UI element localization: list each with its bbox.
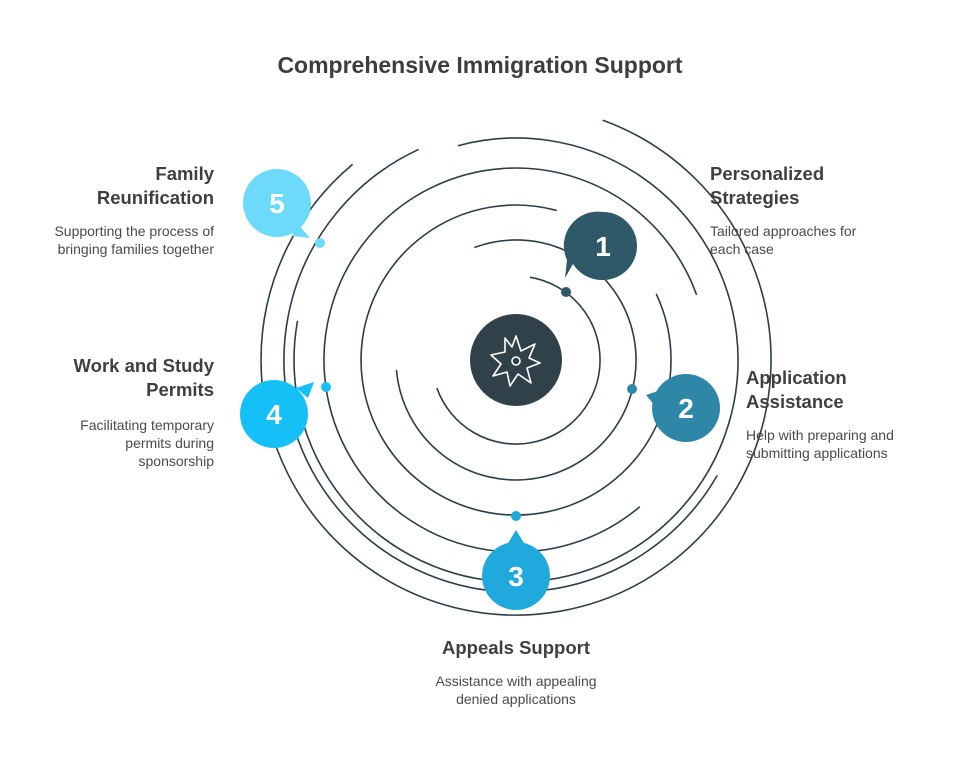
step-5-heading-line2: Reunification: [96, 187, 214, 208]
step-5-heading-line1: Family: [155, 163, 214, 184]
step-1-heading-line1: Personalized: [710, 163, 825, 184]
page-title: Comprehensive Immigration Support: [277, 52, 683, 78]
step-2-desc-line2: submitting applications: [746, 445, 888, 461]
connector-dot-3: [511, 511, 521, 521]
step-1-heading-line2: Strategies: [710, 187, 800, 208]
step-1-description: Tailored approaches for each case: [710, 222, 856, 258]
compass-star-icon: [490, 335, 541, 387]
step-1-heading: Personalized Strategies: [710, 162, 824, 210]
step-4-description: Facilitating temporary permits during sp…: [14, 416, 214, 470]
step-3-heading: Appeals Support: [441, 637, 590, 658]
badge-2: 2: [646, 374, 720, 442]
step-5-desc-line1: Supporting the process of: [54, 223, 214, 239]
badge-3: 3: [482, 530, 550, 610]
step-2-heading-line2: Assistance: [746, 391, 844, 412]
badge-1: 1: [563, 211, 637, 280]
badge-4: 4: [240, 380, 314, 448]
step-4-desc-line2: permits during: [125, 435, 214, 451]
step-4-heading: Work and Study Permits: [14, 354, 214, 402]
center-hub: [470, 314, 562, 406]
badge-2-number: 2: [678, 393, 694, 424]
step-2-heading-line1: Application: [746, 367, 847, 388]
connector-dot-1: [561, 287, 571, 297]
step-4-heading-line1: Work and Study: [73, 355, 214, 376]
ring-5: [293, 137, 739, 583]
badge-5: 5: [243, 169, 311, 238]
step-5-description: Supporting the process of bringing famil…: [14, 222, 214, 258]
step-3-desc-line1: Assistance with appealing: [435, 673, 597, 689]
step-2-description: Help with preparing and submitting appli…: [746, 426, 894, 462]
ring-1: [436, 276, 601, 445]
step-4-desc-line3: sponsorship: [138, 453, 215, 469]
step-2-desc-line1: Help with preparing and: [746, 427, 894, 443]
step-5-heading: Family Reunification: [14, 162, 214, 210]
step-4-desc-line1: Facilitating temporary: [80, 417, 214, 433]
step-5-desc-line2: bringing families together: [57, 241, 214, 257]
connector-dot-2: [627, 384, 637, 394]
badge-5-number: 5: [269, 188, 285, 219]
badge-3-number: 3: [508, 561, 524, 592]
connector-dot-5: [315, 238, 325, 248]
step-1-desc-line2: each case: [710, 241, 774, 257]
badge-4-number: 4: [266, 399, 282, 430]
badge-1-number: 1: [595, 231, 611, 262]
step-2-heading: Application Assistance: [746, 366, 847, 414]
connector-dot-4: [321, 382, 331, 392]
step-3-description: Assistance with appealing denied applica…: [366, 672, 666, 708]
step-1-desc-line1: Tailored approaches for: [710, 223, 857, 239]
step-3-desc-line2: denied applications: [456, 691, 576, 707]
step-4-heading-line2: Permits: [146, 379, 214, 400]
ring-7: [260, 119, 772, 616]
